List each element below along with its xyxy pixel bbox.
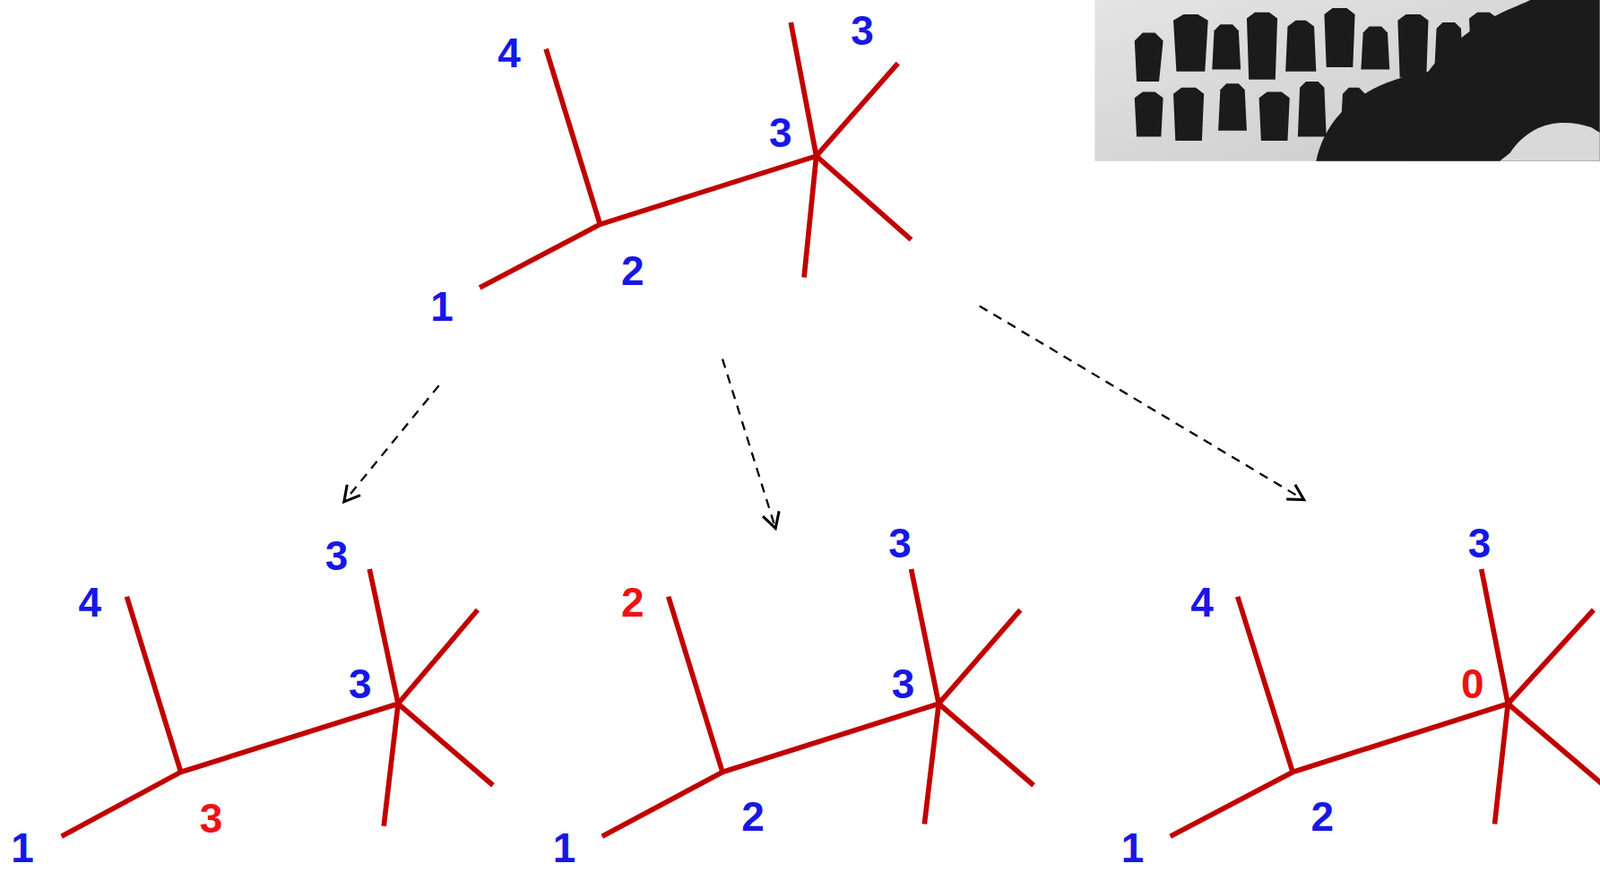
dashed-arrows	[344, 305, 1305, 528]
node-number: 0	[1461, 663, 1485, 705]
node-number: 4	[77, 581, 102, 623]
node-number: 3	[325, 535, 349, 577]
node-number: 3	[1468, 522, 1492, 564]
node-number: 1	[430, 285, 454, 328]
node-number: 3	[769, 112, 793, 154]
node-number: 4	[1190, 581, 1214, 623]
node-number: 2	[1311, 795, 1335, 838]
node-number: 3	[891, 663, 916, 705]
node-number: 2	[621, 250, 645, 292]
node-number: 2	[741, 795, 765, 838]
node-number: 3	[199, 797, 224, 839]
tree-edges	[61, 22, 1600, 837]
node-number: 3	[850, 9, 874, 52]
node-number: 1	[10, 827, 35, 869]
node-number: 3	[888, 522, 912, 564]
node-number: 4	[497, 32, 521, 74]
node-number: 2	[621, 581, 645, 623]
photo	[1094, 0, 1600, 162]
node-number: 1	[553, 827, 577, 869]
node-number: 1	[1121, 827, 1145, 869]
node-number: 3	[348, 663, 372, 705]
